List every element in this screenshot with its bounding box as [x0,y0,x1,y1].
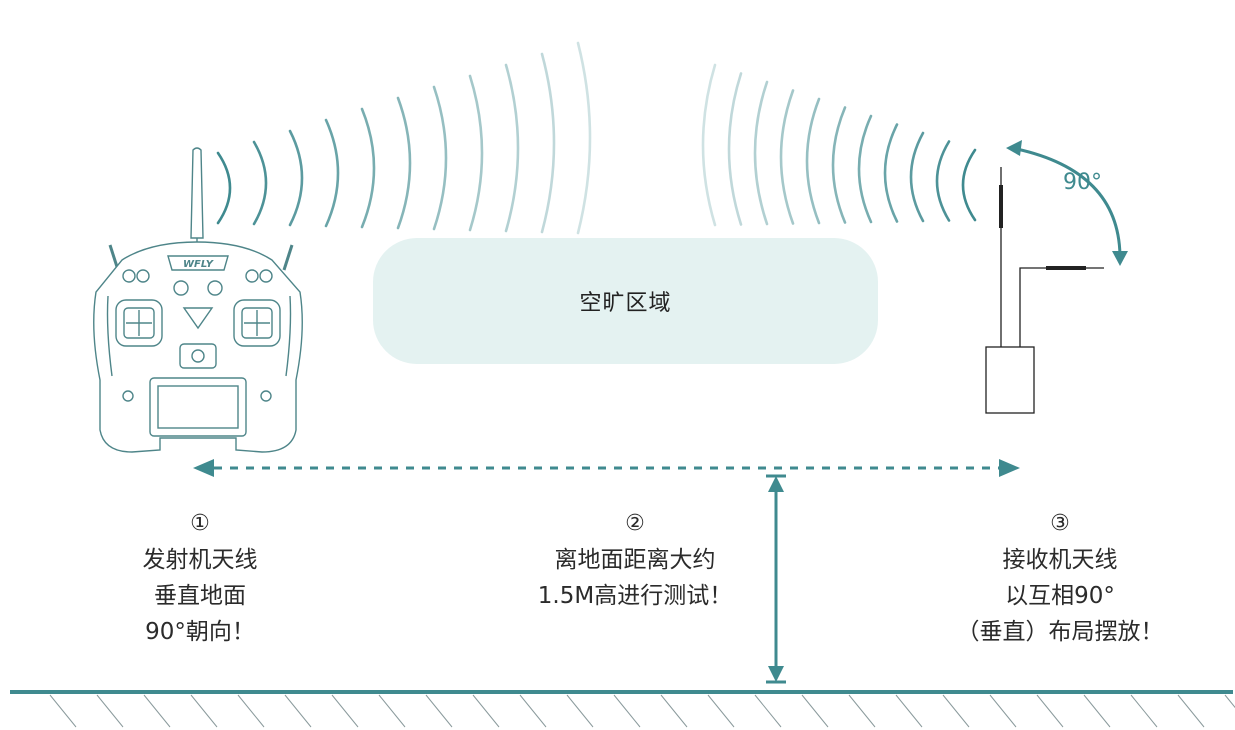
signal-wave-icon [935,140,951,222]
signal-wave-icon [779,89,795,225]
signal-wave-icon [857,114,873,224]
signal-wave-icon [252,140,268,226]
ground-hatch-line [331,694,359,728]
step-1-caption: ① 发射机天线 垂直地面 90°朝向！ [100,506,300,650]
step-2-number: ② [625,511,645,536]
signal-wave-icon [396,96,412,230]
signal-wave-icon [961,148,977,222]
signal-wave-icon [540,52,556,234]
open-area-zone: 空旷区域 [373,238,878,364]
transmitter-signal-waves [216,41,592,235]
step-3-caption: ③ 接收机天线 以互相90° （垂直）布局摆放！ [930,506,1190,650]
receiver-icon [985,167,1104,414]
ground-hatch-line [472,694,500,728]
ground-hatch-line [284,694,312,728]
step-2-line: 1.5M高进行测试！ [537,583,733,609]
ground-hatch-line [942,694,970,728]
signal-wave-icon [432,85,448,231]
ground-hatch-line [49,694,77,728]
step-1-line: 90°朝向！ [145,619,255,645]
ground-hatch-line [190,694,218,728]
ground-hatch-line [1177,694,1205,728]
signal-wave-icon [883,123,899,223]
step-1-line: 垂直地面 [154,583,246,609]
step-1-number: ① [190,511,210,536]
ground-icon [10,690,1235,728]
ground-hatch-line [848,694,876,728]
signal-wave-icon [805,97,821,225]
step-3-line: 以互相90° [1005,583,1115,609]
signal-wave-icon [288,129,304,227]
signal-wave-icon [727,72,743,226]
step-3-number: ③ [1050,511,1070,536]
distance-line [193,459,1020,477]
ground-hatch-line [1130,694,1158,728]
step-3-line: 接收机天线 [1002,547,1118,573]
signal-wave-icon [753,80,769,226]
step-2-caption: ② 离地面距离大约 1.5M高进行测试！ [490,506,780,614]
ground-hatch-line [143,694,171,728]
ground-hatch-line [707,694,735,728]
angle-label: 90° [1063,170,1102,195]
ground-hatch-line [566,694,594,728]
signal-wave-icon [909,131,925,223]
ground-hatch-line [96,694,124,728]
ground-hatch-line [378,694,406,728]
ground-hatch-line [754,694,782,728]
height-indicator [766,474,786,684]
step-2-line: 离地面距离大约 [554,547,716,573]
ground-hatch-line [1036,694,1064,728]
ground-hatch-line [1224,694,1235,709]
signal-wave-icon [360,107,376,229]
signal-wave-icon [324,118,340,228]
ground-hatch-line [895,694,923,728]
ground-hatch-line [660,694,688,728]
signal-wave-icon [468,74,484,232]
ground-hatch-line [237,694,265,728]
rotation-arc-icon [1006,140,1128,266]
ground-hatch-line [425,694,453,728]
signal-wave-icon [701,63,717,227]
open-area-label: 空旷区域 [579,291,672,316]
ground-hatch-line [989,694,1017,728]
ground-hatch-line [1083,694,1111,728]
signal-wave-icon [216,151,232,225]
signal-wave-icon [831,106,847,224]
transmitter-brand-text: WFLY [183,259,215,270]
transmitter-icon [93,147,303,453]
ground-hatch-line [801,694,829,728]
step-3-line: （垂直）布局摆放！ [956,619,1164,645]
ground-hatch-line [613,694,641,728]
signal-wave-icon [504,63,520,233]
ground-hatch-line [519,694,547,728]
step-1-line: 发射机天线 [142,547,258,573]
signal-wave-icon [576,41,592,235]
receiver-signal-waves [701,63,977,227]
